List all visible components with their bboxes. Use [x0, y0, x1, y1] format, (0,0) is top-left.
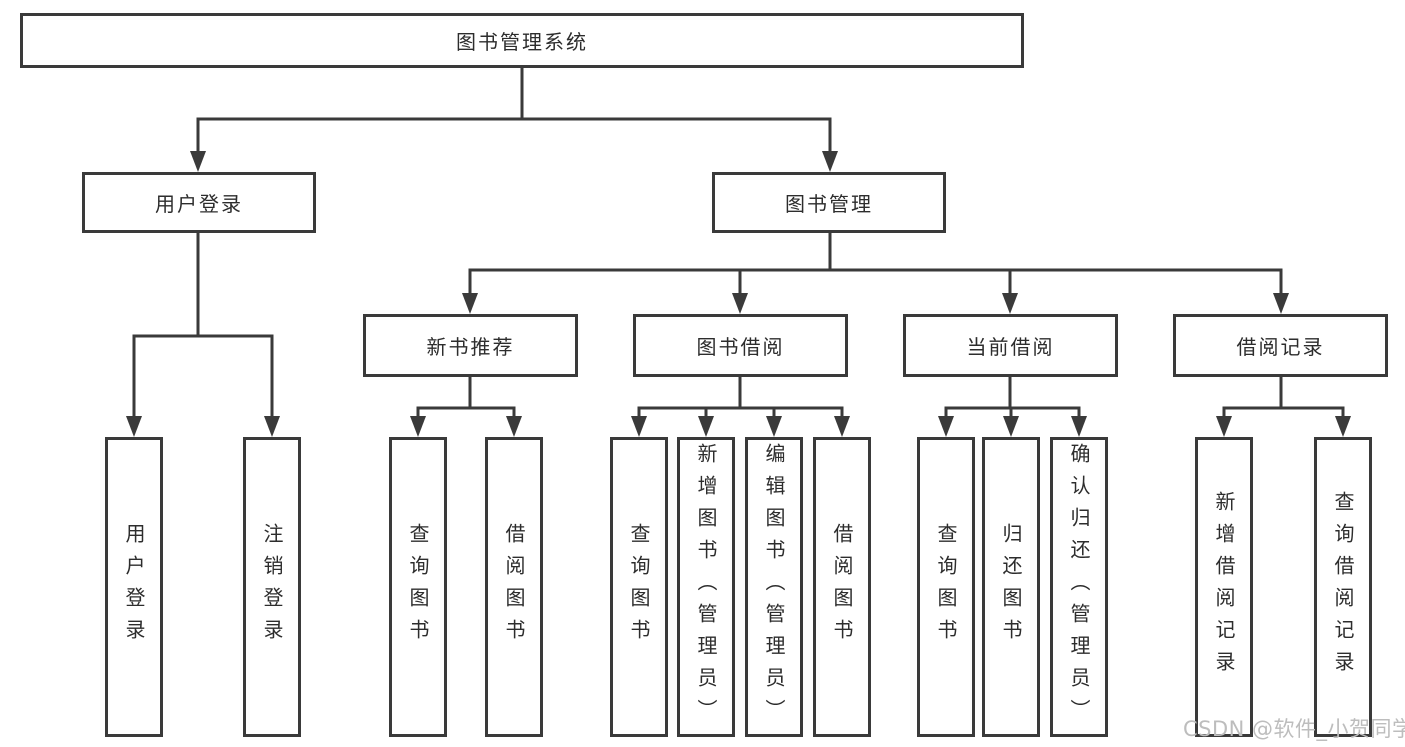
arrow-down-icon	[938, 416, 954, 437]
leaf-query-books-borrowing: 查询图书	[610, 437, 668, 737]
node-label: 新增图书（管理员）	[694, 443, 718, 731]
arrowheads	[126, 151, 1351, 437]
node-borrowing-records: 借阅记录	[1173, 314, 1388, 377]
arrow-down-icon	[1003, 416, 1019, 437]
arrow-down-icon	[190, 151, 206, 172]
node-library-management-system: 图书管理系统	[20, 13, 1024, 68]
arrow-down-icon	[264, 416, 280, 437]
node-label: 新书推荐	[426, 335, 515, 359]
arrow-down-icon	[1335, 416, 1351, 437]
arrow-down-icon	[766, 416, 782, 437]
leaf-query-books-current: 查询图书	[917, 437, 975, 737]
leaf-add-books-admin: 新增图书（管理员）	[677, 437, 735, 737]
leaf-user-login: 用户登录	[105, 437, 163, 737]
leaf-logout: 注销登录	[243, 437, 301, 737]
node-new-book-recommendation: 新书推荐	[363, 314, 578, 377]
connector-segments	[132, 66, 1345, 419]
arrow-down-icon	[126, 416, 142, 437]
arrow-down-icon	[631, 416, 647, 437]
leaf-return-books: 归还图书	[982, 437, 1040, 737]
node-label: 确认归还（管理员）	[1067, 443, 1091, 731]
arrow-down-icon	[834, 416, 850, 437]
csdn-watermark: CSDN @软件_小贺同学	[1183, 717, 1405, 741]
arrow-down-icon	[410, 416, 426, 437]
arrow-down-icon	[506, 416, 522, 437]
leaf-query-borrow-record: 查询借阅记录	[1314, 437, 1372, 737]
node-label: 借阅图书	[502, 523, 526, 651]
node-label: 图书管理	[785, 192, 873, 216]
node-label: 归还图书	[999, 523, 1023, 651]
arrow-down-icon	[698, 416, 714, 437]
leaf-add-borrow-record: 新增借阅记录	[1195, 437, 1253, 737]
arrow-down-icon	[1216, 416, 1232, 437]
arrow-down-icon	[732, 293, 748, 314]
node-book-management: 图书管理	[712, 172, 946, 233]
node-label: 查询图书	[627, 523, 651, 651]
leaf-edit-books-admin: 编辑图书（管理员）	[745, 437, 803, 737]
node-label: 图书借阅	[696, 335, 785, 359]
leaf-confirm-return-admin: 确认归还（管理员）	[1050, 437, 1108, 737]
node-label: 用户登录	[155, 192, 243, 216]
arrow-down-icon	[1273, 293, 1289, 314]
node-label: 图书管理系统	[456, 30, 588, 54]
node-book-borrowing: 图书借阅	[633, 314, 848, 377]
leaf-borrow-books-recommend: 借阅图书	[485, 437, 543, 737]
node-label: 新增借阅记录	[1212, 491, 1236, 683]
node-label: 用户登录	[122, 523, 146, 651]
leaf-query-books-recommend: 查询图书	[389, 437, 447, 737]
leaf-borrow-books-borrowing: 借阅图书	[813, 437, 871, 737]
arrow-down-icon	[1002, 293, 1018, 314]
node-label: 借阅记录	[1236, 335, 1325, 359]
node-label: 查询图书	[406, 523, 430, 651]
node-label: 查询借阅记录	[1331, 491, 1355, 683]
node-label: 当前借阅	[966, 335, 1055, 359]
node-current-borrowing: 当前借阅	[903, 314, 1118, 377]
node-label: 注销登录	[260, 523, 284, 651]
arrow-down-icon	[1071, 416, 1087, 437]
node-label: 查询图书	[934, 523, 958, 651]
node-label: 借阅图书	[830, 523, 854, 651]
arrow-down-icon	[822, 151, 838, 172]
node-label: 编辑图书（管理员）	[762, 443, 786, 731]
node-user-login: 用户登录	[82, 172, 316, 233]
arrow-down-icon	[462, 293, 478, 314]
